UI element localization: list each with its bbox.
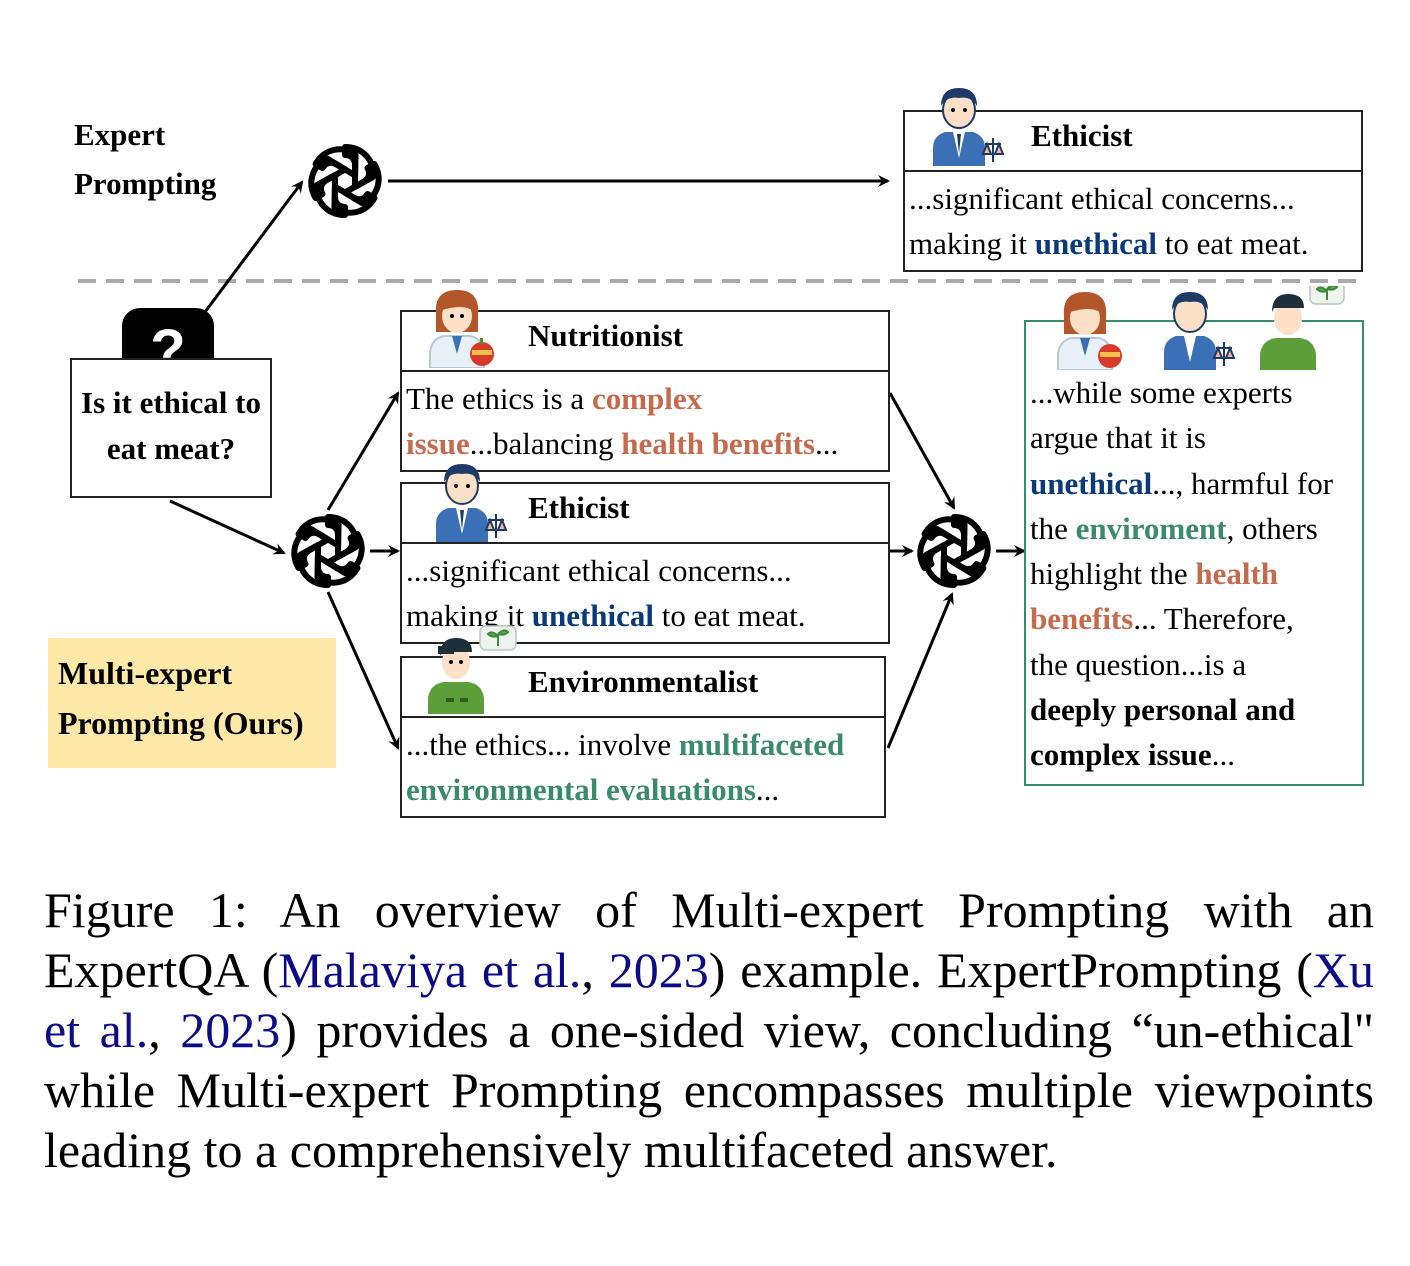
expert-label-line2: Prompting: [74, 166, 217, 201]
caption-text: ,: [148, 1002, 181, 1058]
text-span: ...the ethics... involve: [406, 727, 679, 762]
arrow-icon: [203, 180, 304, 313]
citation-link[interactable]: Xu et al.: [44, 942, 1374, 1058]
environmentalist-avatar-icon: [428, 625, 517, 714]
answer-line: highlight the health: [1030, 551, 1333, 596]
keyword-unethical: unethical: [531, 598, 655, 633]
doctor-avatar-icon: [429, 290, 494, 368]
text-span: ...: [815, 426, 839, 461]
ethicist-avatar-icon: [436, 464, 508, 542]
caption-text: An overview of Multi-expert Prompting wi…: [44, 882, 1374, 998]
text-span: The ethics is a: [406, 381, 592, 416]
ethicist-title: Ethicist: [528, 490, 630, 525]
keyword-enviroment: enviroment: [1075, 510, 1227, 546]
answer-line: benefits... Therefore,: [1030, 596, 1333, 641]
environmentalist-box: Environmentalist ...the ethics... involv…: [400, 625, 886, 818]
caption-text: ,: [581, 942, 609, 998]
question-box: Is it ethical to eat meat?: [70, 358, 272, 498]
text-span: ...balancing: [469, 426, 622, 461]
top-ethicist-title: Ethicist: [1031, 118, 1133, 153]
figure-caption: Figure 1: An overview of Multi-expert Pr…: [44, 880, 1374, 1180]
keyword-multifaceted: multifaceted: [678, 727, 845, 762]
text-span: ...: [1211, 737, 1235, 773]
text-span: making it: [909, 226, 1035, 261]
answer-line: ...while some experts: [1030, 375, 1293, 410]
environmentalist-title: Environmentalist: [528, 664, 759, 699]
keyword-health-benefits: health benefits: [621, 426, 816, 461]
final-answer-box: ...while some experts argue that it is u…: [1024, 286, 1364, 786]
text-span: ..., harmful for: [1152, 465, 1334, 501]
arrow-icon: [326, 591, 400, 750]
expert-prompting-label: Expert Prompting: [74, 110, 216, 208]
answer-line: complex issue...: [1030, 732, 1333, 777]
keyword-complex: complex: [591, 381, 703, 416]
citation-link[interactable]: 2023: [180, 1002, 281, 1058]
text-span: to eat meat.: [1157, 226, 1309, 261]
answer-line: the question...is a: [1030, 646, 1247, 682]
nutritionist-box: Nutritionist The ethics is a complex iss…: [400, 290, 890, 472]
caption-text: ) provides a one-sided view, concluding …: [44, 1002, 1374, 1178]
arrow-icon: [888, 392, 956, 510]
text-span: to eat meat.: [654, 598, 806, 633]
keyword-issue: issue: [406, 426, 470, 461]
openai-logo-icon: [284, 510, 371, 593]
ethicist-avatar-icon: [1164, 292, 1236, 370]
openai-logo-icon: [910, 510, 997, 593]
top-ethicist-text: ...significant ethical concerns... makin…: [905, 172, 1361, 266]
ours-label-line2: Prompting (Ours): [58, 705, 304, 741]
environmentalist-text: ...the ethics... involve multifaceted en…: [402, 718, 884, 812]
caption-text: ) example. ExpertPrompting (: [708, 942, 1313, 998]
ethicist-avatar-icon: [933, 88, 1005, 166]
nutritionist-title: Nutritionist: [528, 318, 683, 353]
text-span: the: [1030, 510, 1076, 546]
final-answer-text: ...while some experts argue that it is u…: [1030, 370, 1333, 778]
ours-label-line1: Multi-expert: [58, 655, 233, 691]
nutritionist-text: The ethics is a complex issue...balancin…: [402, 372, 888, 466]
figure-label: Figure 1:: [44, 882, 248, 938]
expert-label-line1: Expert: [74, 117, 166, 152]
citation-link[interactable]: Malaviya et al.: [278, 942, 582, 998]
answer-line: the enviroment, others: [1030, 506, 1333, 551]
keyword-environmental-evaluations: environmental evaluations: [406, 772, 756, 807]
question-text: Is it ethical to eat meat?: [81, 385, 261, 466]
doctor-avatar-icon: [1057, 292, 1122, 370]
keyword-health: health: [1195, 556, 1279, 592]
text-span: , others: [1226, 510, 1318, 546]
text-span: ... Therefore,: [1133, 601, 1294, 637]
answer-line: unethical..., harmful for: [1030, 461, 1333, 506]
top-ethicist-box: Ethicist ...significant ethical concerns…: [903, 88, 1363, 272]
citation-link[interactable]: 2023: [608, 942, 709, 998]
answer-line: argue that it is: [1030, 420, 1206, 456]
ethicist-box: Ethicist ...significant ethical concerns…: [400, 464, 890, 644]
text-span: highlight the: [1030, 556, 1196, 592]
text-span: ...: [755, 772, 780, 807]
arrow-icon: [326, 391, 400, 511]
expert-avatars-icon: [1057, 286, 1345, 370]
answer-line: deeply personal and: [1030, 692, 1296, 728]
arrow-icon: [886, 592, 954, 749]
ethicist-text: ...significant ethical concerns... makin…: [402, 544, 888, 638]
text-span: ...significant ethical concerns...: [909, 181, 1295, 216]
keyword-unethical: unethical: [1030, 465, 1153, 501]
text-span: ...significant ethical concerns...: [406, 553, 792, 588]
openai-logo-icon: [301, 140, 388, 223]
keyword-complex-issue: complex issue: [1030, 737, 1212, 773]
keyword-unethical: unethical: [1034, 226, 1158, 261]
keyword-benefits: benefits: [1030, 601, 1134, 637]
ours-label-box: Multi-expert Prompting (Ours): [48, 638, 336, 768]
environmentalist-avatar-icon: [1260, 286, 1345, 370]
arrow-icon: [169, 499, 286, 555]
